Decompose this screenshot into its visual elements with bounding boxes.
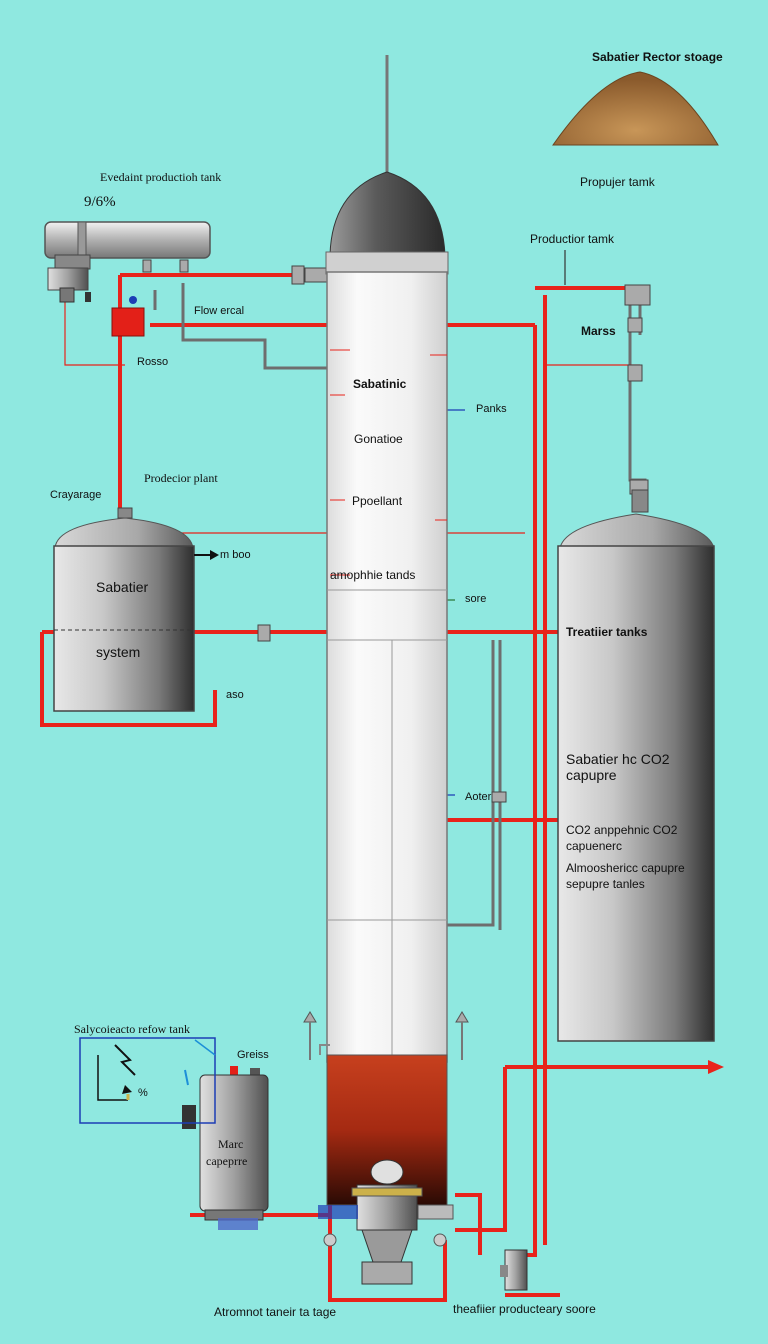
greiss-label: Greiss bbox=[237, 1049, 269, 1061]
percent-label: 9/6% bbox=[84, 194, 116, 210]
aso-label: aso bbox=[226, 689, 244, 701]
panks-label: Panks bbox=[476, 403, 507, 415]
production-tank-right-label: Productior tamk bbox=[530, 232, 615, 246]
mars-label: Marss bbox=[581, 324, 616, 338]
arrow-icon bbox=[708, 1060, 724, 1074]
producer-plant-label: Prodecior plant bbox=[144, 471, 218, 485]
rosso-label: Rosso bbox=[137, 356, 169, 368]
sabatinic-label: Sabatinic bbox=[353, 377, 407, 391]
regolith-pile-icon bbox=[552, 71, 719, 146]
sayco-refow-tank-label: Salycoieacto refow tank bbox=[74, 1022, 190, 1036]
sabatier-co2-label-2: capupre bbox=[566, 767, 617, 783]
aoter-label: Aoter bbox=[465, 791, 492, 803]
amosphie-tands-label: amophhie tands bbox=[330, 568, 416, 582]
sore-label: sore bbox=[465, 593, 487, 605]
gonatioe-label: Gonatioe bbox=[354, 432, 403, 446]
evacuant-production-tank-label: Evedaint productioh tank bbox=[100, 170, 222, 184]
refow-tank-schematic bbox=[79, 1037, 216, 1124]
sabatier-tank-label: Sabatier bbox=[96, 579, 149, 595]
percent-small-label: % bbox=[138, 1087, 148, 1099]
mboo-label: m boo bbox=[220, 549, 251, 561]
sabatier-reactor-storage-label: Sabatier Rector stoage bbox=[592, 50, 723, 64]
crayarage-label: Crayarage bbox=[50, 489, 102, 501]
bottom-left-caption: Atromnot taneir ta tage bbox=[214, 1305, 337, 1319]
propulser-tank-label: Propujer tamk bbox=[580, 175, 655, 189]
atmospheric-capture-label-1: Almooshericc capupre bbox=[566, 861, 685, 875]
co2-appennic-label-1: CO2 anppehnic CO2 bbox=[566, 823, 678, 837]
marc-capture-tank bbox=[182, 1066, 269, 1230]
product-storage-device bbox=[500, 1249, 528, 1291]
central-reactor-column bbox=[303, 55, 469, 1285]
marc-label-1: Marc bbox=[218, 1137, 244, 1151]
atmospheric-capture-label-2: sepupre tanles bbox=[566, 877, 645, 891]
sabatier-system-tank bbox=[53, 507, 219, 712]
arrow-icon bbox=[210, 550, 219, 560]
propellant-label: Ppoellant bbox=[352, 494, 403, 508]
flow-ercal-label: Flow ercal bbox=[194, 305, 245, 317]
treatier-tanks-label: Treatiier tanks bbox=[566, 625, 648, 639]
horizontal-production-tank bbox=[44, 221, 211, 337]
bottom-right-caption: theafiier producteary soore bbox=[453, 1302, 596, 1316]
system-tank-label: system bbox=[96, 644, 141, 660]
red-pipework bbox=[40, 273, 710, 1302]
co2-appennic-label-2: capuenerc bbox=[566, 839, 623, 853]
marc-label-2: capeprre bbox=[206, 1154, 248, 1168]
treatier-tank bbox=[557, 489, 715, 1042]
sabatier-co2-label-1: Sabatier hc CO2 bbox=[566, 751, 670, 767]
